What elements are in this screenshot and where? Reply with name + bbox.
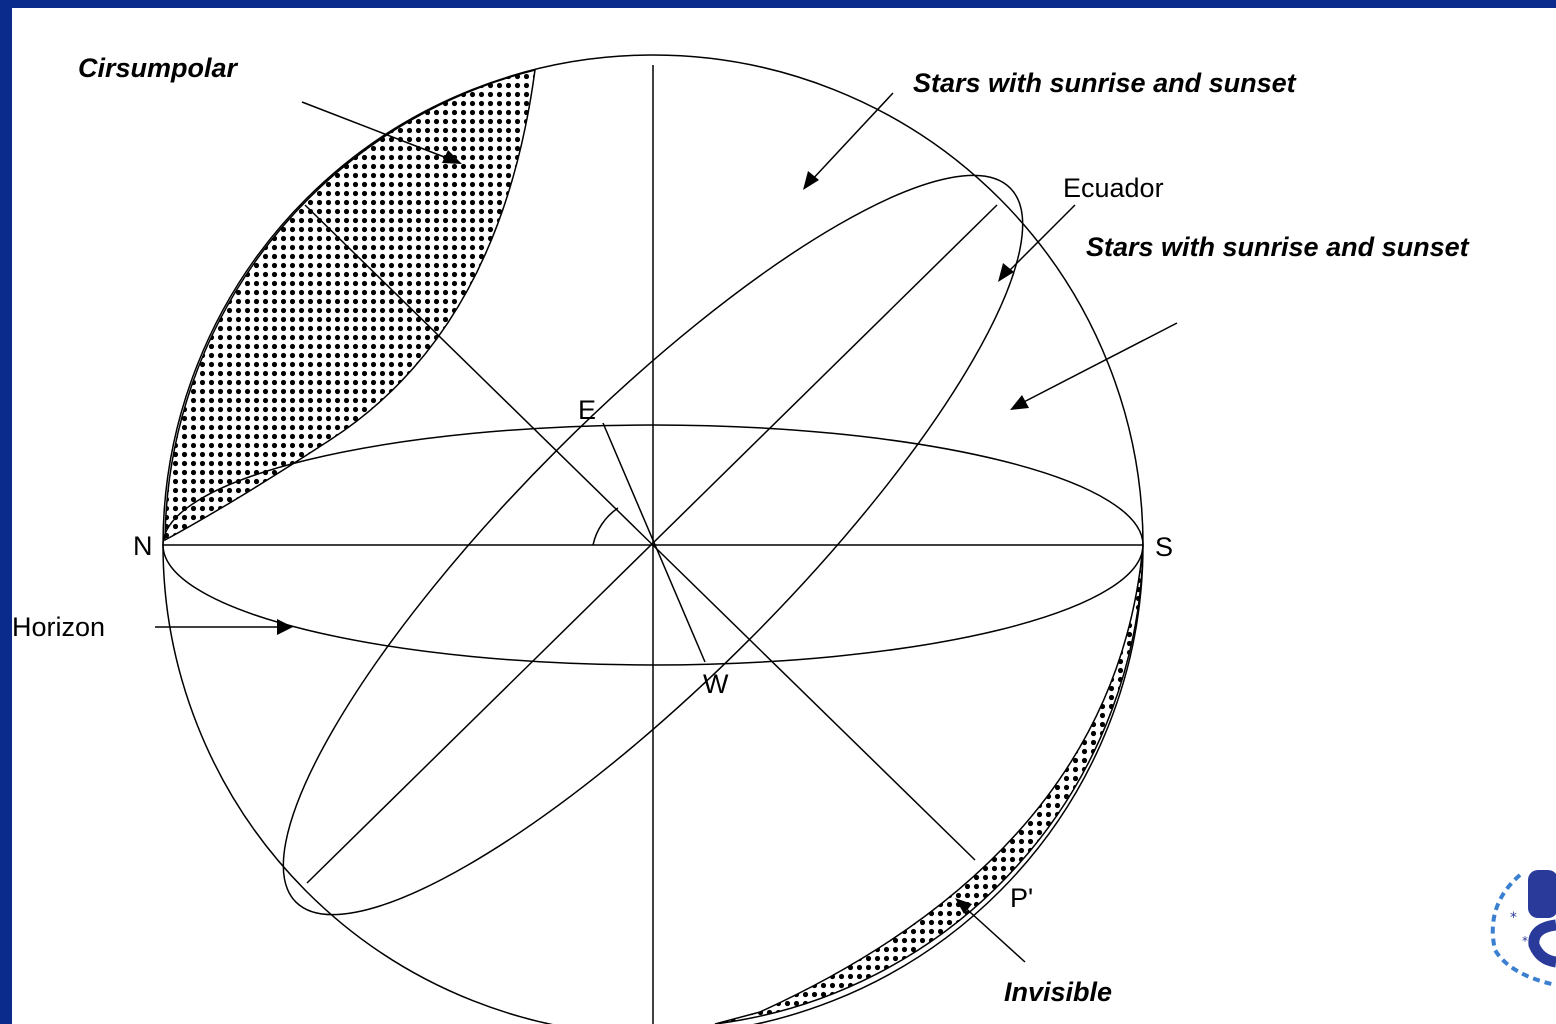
arrow-stars-upper: [803, 92, 894, 190]
label-south-pole: P': [1010, 883, 1033, 913]
arrow-horizon: [155, 619, 293, 635]
svg-text:*: *: [1522, 934, 1528, 948]
equator-diameter: [306, 204, 998, 884]
label-equator: Ecuador: [1063, 173, 1164, 203]
label-stars-right: Stars with sunrise and sunset: [1086, 232, 1470, 262]
latitude-angle-arc: [592, 507, 619, 546]
arrow-circumpolar: [301, 101, 462, 164]
label-south: S: [1155, 532, 1173, 562]
svg-text:*: *: [1510, 910, 1517, 926]
label-north: N: [133, 531, 153, 561]
east-west-line: [602, 422, 706, 663]
label-invisible: Invisible: [1004, 977, 1112, 1007]
celestial-sphere-diagram: Cirsumpolar Stars with sunrise and sunse…: [12, 53, 1556, 1024]
equator-ellipse: [282, 174, 1024, 916]
arrow-equator: [998, 204, 1076, 282]
label-east: E: [578, 395, 596, 425]
slide-canvas: Cirsumpolar Stars with sunrise and sunse…: [12, 8, 1556, 1024]
arrow-stars-right: [1010, 322, 1178, 410]
polar-axis: [304, 204, 976, 861]
label-west: W: [703, 669, 729, 699]
label-circumpolar: Cirsumpolar: [78, 53, 239, 83]
university-logo-icon: * *: [1490, 870, 1556, 987]
arrow-invisible: [955, 898, 1026, 963]
invisible-region: [714, 544, 1143, 1024]
label-stars-upper: Stars with sunrise and sunset: [913, 68, 1297, 98]
label-horizon: Horizon: [12, 612, 105, 642]
circumpolar-region: [164, 69, 536, 542]
